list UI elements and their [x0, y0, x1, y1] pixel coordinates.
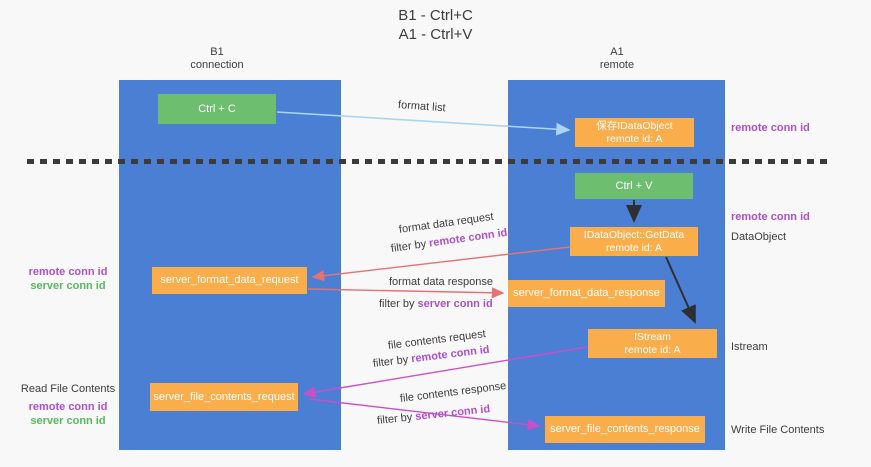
- server-format-data-response-label: server_format_data_response: [513, 287, 660, 299]
- ctrl-c-box: Ctrl + C: [158, 94, 276, 124]
- right-remote-conn-id-mid: remote conn id: [731, 211, 810, 223]
- save-idataobject-box: 保存IDataObject remote id: A: [575, 118, 694, 147]
- ctrl-v-box: Ctrl + V: [575, 173, 693, 199]
- right-remote-conn-id-top: remote conn id: [731, 122, 810, 134]
- dataobject-label: DataObject: [731, 231, 787, 243]
- dashed-separator: [27, 159, 833, 164]
- left-column-header: B1 connection: [157, 46, 277, 72]
- left-remote-conn-id-1: remote conn id: [28, 266, 108, 278]
- right-column-header: A1 remote: [557, 46, 677, 72]
- filter-by-text: filter by: [390, 237, 430, 255]
- format-list-label: format list: [397, 99, 446, 115]
- filter-by-server-conn-id-label-2: filter by server conn id: [376, 403, 490, 427]
- title-line-1: B1 - Ctrl+C: [398, 7, 473, 24]
- server-format-data-response-box: server_format_data_response: [508, 280, 665, 307]
- right-column-name: A1: [610, 46, 624, 58]
- save-idataobject-line1: 保存IDataObject: [596, 119, 673, 132]
- format-data-response-label: format data response: [389, 276, 493, 288]
- left-server-conn-id-2: server conn id: [30, 415, 106, 427]
- server-file-contents-request-box: server_file_contents_request: [150, 383, 298, 411]
- filter-by-text: filter by: [379, 298, 418, 310]
- server-format-data-request-box: server_format_data_request: [152, 267, 307, 294]
- server-format-data-request-label: server_format_data_request: [160, 274, 299, 286]
- right-column-subtitle: remote: [599, 59, 635, 71]
- getdata-line2: remote id: A: [605, 241, 663, 254]
- server-conn-id-accent: server conn id: [417, 298, 493, 310]
- istream-line1: IStream: [634, 330, 671, 343]
- left-remote-conn-id-2: remote conn id: [28, 401, 108, 413]
- diagram-title: B1 - Ctrl+C A1 - Ctrl+V: [0, 6, 871, 44]
- filter-by-text: filter by: [372, 353, 412, 370]
- filter-by-server-conn-id-label-1: filter by server conn id: [379, 298, 493, 310]
- file-contents-response-label: file contents response: [399, 380, 507, 405]
- save-idataobject-line2: remote id: A: [606, 132, 663, 145]
- getdata-line1: IDataObject::GetData: [583, 228, 685, 241]
- read-file-contents-label: Read File Contents: [20, 383, 116, 395]
- ctrl-v-label: Ctrl + V: [615, 179, 653, 192]
- istream-line2: remote id: A: [624, 343, 681, 356]
- server-file-contents-response-label: server_file_contents_response: [550, 423, 700, 435]
- left-server-conn-id-1: server conn id: [30, 280, 106, 292]
- ctrl-c-label: Ctrl + C: [198, 102, 236, 115]
- left-column-name: B1: [210, 46, 224, 58]
- server-file-contents-response-box: server_file_contents_response: [545, 416, 705, 443]
- write-file-contents-label: Write File Contents: [731, 424, 825, 436]
- istream-side-label: Istream: [731, 341, 768, 353]
- istream-box: IStream remote id: A: [588, 329, 717, 358]
- server-file-contents-request-label: server_file_contents_request: [153, 390, 295, 403]
- filter-by-text: filter by: [376, 411, 416, 427]
- title-line-2: A1 - Ctrl+V: [398, 26, 473, 43]
- left-column-subtitle: connection: [190, 59, 244, 71]
- idataobject-getdata-box: IDataObject::GetData remote id: A: [570, 227, 698, 256]
- server-conn-id-accent: server conn id: [414, 403, 491, 423]
